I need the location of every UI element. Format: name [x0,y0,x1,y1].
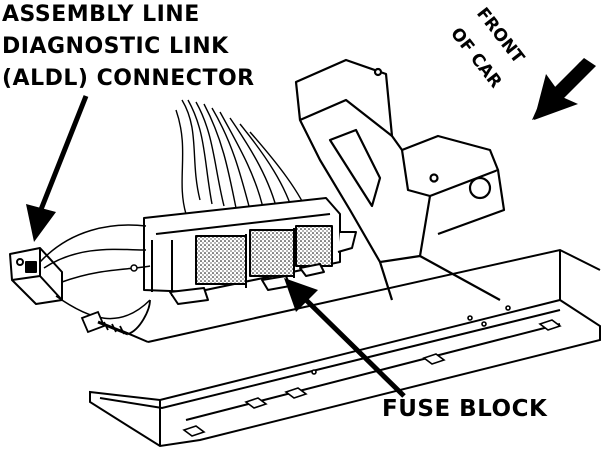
aldl-wiring [39,224,151,320]
ground-bolt [80,299,151,336]
aldl-pointer-arrow [26,95,89,242]
aldl-connector [9,247,63,305]
mounting-bracket [294,58,506,301]
front-of-car-arrow [532,58,596,120]
aldl-label-line-3: (ALDL) CONNECTOR [2,66,255,91]
fuse-block [143,197,357,305]
aldl-label-line-1: ASSEMBLY LINE [2,2,200,27]
wire-harness [175,99,311,219]
aldl-label-line-2: DIAGNOSTIC LINK [2,34,229,59]
panel-slots [182,305,562,437]
fuse-block-pointer-arrow [284,278,406,398]
fuse-block-label: FUSE BLOCK [382,396,548,422]
